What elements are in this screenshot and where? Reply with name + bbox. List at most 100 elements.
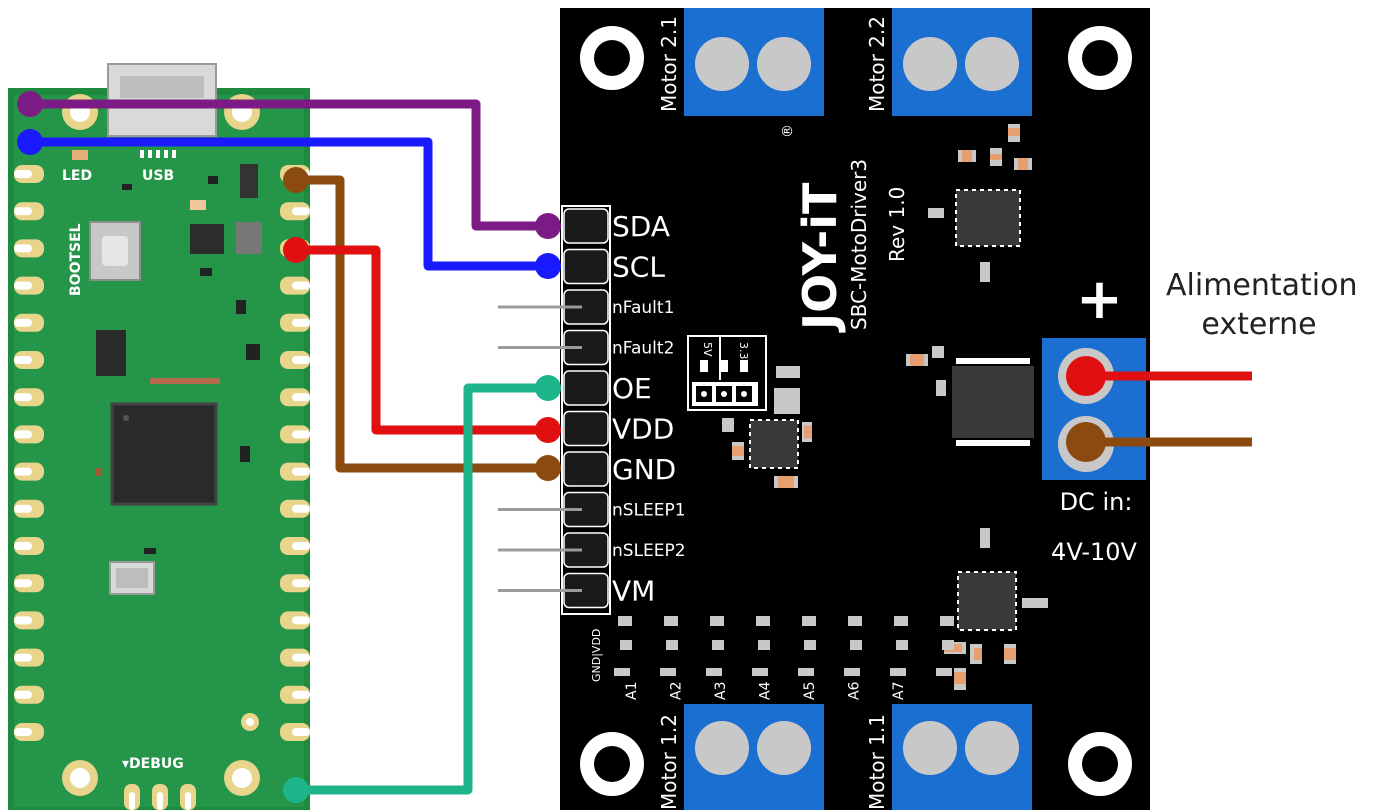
terminal-motor-1-2: [684, 704, 824, 810]
wire-sda: [30, 99, 548, 231]
vdd-start-dot: [283, 237, 309, 263]
address-pad: [706, 668, 722, 676]
address-pad: [618, 616, 632, 626]
address-pad: [614, 668, 630, 676]
address-pad: [896, 640, 908, 650]
motor-2-2-label: Motor 2.2: [865, 16, 889, 112]
scl-start-dot: [17, 129, 43, 155]
addr-label-a6: A6: [847, 681, 863, 700]
ic-bottom-right: [957, 571, 1017, 631]
rp2040-chip: [110, 402, 218, 506]
motor-1-2-label: Motor 1.2: [657, 714, 681, 810]
addr-label-a3: A3: [713, 682, 729, 700]
address-pad: [664, 616, 678, 626]
pin-label-gnd: GND: [612, 453, 676, 486]
address-pad: [804, 640, 816, 650]
addr-label-a4: A4: [758, 681, 774, 700]
address-pad: [936, 668, 952, 676]
gnd-start-dot: [283, 167, 309, 193]
debug-label: ▾DEBUG: [122, 756, 184, 772]
address-pad: [940, 616, 954, 626]
header-pin: [563, 248, 609, 285]
motor-1-1-label: Motor 1.1: [865, 714, 889, 810]
pin-label-scl: SCL: [612, 251, 665, 284]
motor-2-1-label: Motor 2.1: [657, 16, 681, 112]
addr-label-a7: A7: [891, 682, 907, 700]
dc-in-range: 4V-10V: [1051, 538, 1137, 566]
usb-label: USB: [142, 168, 174, 184]
address-pad: [660, 668, 676, 676]
gnd-vdd-label: GND|VDD: [590, 629, 603, 682]
wire-scl: [30, 137, 548, 271]
jumper-3v3-label: 3.3V: [737, 342, 750, 367]
oe-end-dot: [535, 375, 561, 401]
address-pad: [756, 616, 770, 626]
addr-label-a1: A1: [624, 682, 640, 700]
led-label: LED: [62, 168, 92, 184]
brand-logo: JOY-iT: [793, 182, 847, 333]
terminal-motor-2-2: [892, 8, 1032, 116]
jumper-block: [687, 335, 767, 411]
header-pin: [563, 451, 609, 487]
header-pin: [563, 370, 609, 406]
jumper-5v-label: 5V: [701, 342, 714, 357]
terminal-motor-2-1: [684, 8, 824, 116]
address-pad: [890, 668, 906, 676]
pico-left-pins: [14, 165, 44, 741]
pin-label-oe: OE: [612, 372, 652, 405]
pin-label-nfault1: nFault1: [612, 298, 674, 318]
sda-start-dot: [17, 91, 43, 117]
scl-end-dot: [535, 253, 561, 279]
ic-driver: [952, 366, 1034, 438]
pin-label-vm: VM: [612, 575, 655, 608]
pin-label-vdd: VDD: [612, 413, 674, 446]
wires: [30, 99, 1252, 795]
addr-label-a2: A2: [669, 682, 685, 700]
power-negative-dot: [1066, 422, 1106, 462]
revision-label: Rev 1.0: [885, 187, 909, 262]
ic-middle: [749, 419, 799, 469]
address-pad: [798, 668, 814, 676]
address-pad: [802, 616, 816, 626]
model-label: SBC-MotoDriver3: [847, 159, 871, 330]
header-pin: [563, 410, 609, 447]
wire-vdd: [296, 245, 548, 435]
address-pad: [844, 668, 860, 676]
address-pad: [712, 640, 724, 650]
wire-gnd: [296, 175, 548, 473]
pin-label-nsleep2: nSLEEP2: [612, 541, 686, 561]
address-pad: [752, 668, 768, 676]
address-pad: [710, 616, 724, 626]
header-pin: [563, 208, 609, 244]
dc-in-label: DC in:: [1060, 488, 1133, 516]
oe-start-dot: [283, 777, 309, 803]
address-pad: [894, 616, 908, 626]
bootsel-label: BOOTSEL: [68, 223, 84, 296]
external-power-label: Alimentation externe: [1166, 268, 1358, 342]
address-pad: [942, 640, 954, 650]
sda-end-dot: [535, 213, 561, 239]
motor-driver-board: Motor 2.1 Motor 2.2 Motor 1.2 Motor 1.1 …: [498, 8, 1150, 810]
terminal-motor-1-1: [892, 704, 1032, 810]
address-pad: [850, 640, 862, 650]
external-power-line1: Alimentation: [1166, 268, 1358, 303]
plus-sign: +: [1076, 267, 1123, 332]
address-pad: [758, 640, 770, 650]
pico-board: LED USB BOOTSEL ▾DEBUG: [8, 63, 310, 810]
gnd-end-dot: [535, 455, 561, 481]
address-pad: [620, 640, 632, 650]
pin-label-nfault2: nFault2: [612, 339, 674, 359]
wire-endpoints: [17, 91, 1106, 803]
pin-label-sda: SDA: [612, 210, 670, 243]
registered-mark: ®: [780, 124, 796, 138]
pin-label-nsleep1: nSLEEP1: [612, 501, 686, 521]
ic-top-right: [955, 189, 1021, 247]
wire-oe: [296, 383, 548, 795]
power-positive-dot: [1066, 356, 1106, 396]
address-pad: [848, 616, 862, 626]
vdd-end-dot: [535, 417, 561, 443]
address-pad: [666, 640, 678, 650]
